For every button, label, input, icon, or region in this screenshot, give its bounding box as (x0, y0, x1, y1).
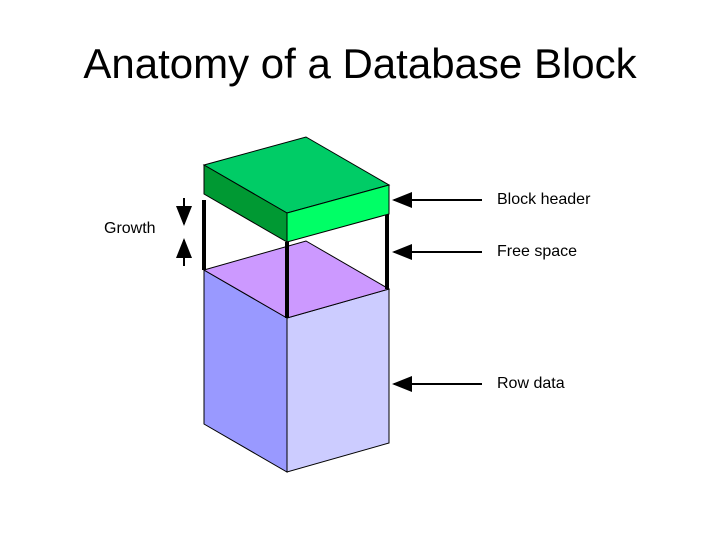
page-title: Anatomy of a Database Block (83, 40, 637, 87)
block-header-slab (202, 136, 391, 243)
row-data-label: Row data (497, 375, 565, 392)
row-data-box (203, 269, 390, 473)
block-header-label: Block header (497, 191, 591, 208)
row-data-right-face (286, 288, 390, 473)
block-header-right (286, 184, 390, 243)
free-space-label: Free space (497, 243, 578, 260)
free-space-pillars (202, 200, 389, 318)
growth-label: Growth (104, 220, 156, 237)
